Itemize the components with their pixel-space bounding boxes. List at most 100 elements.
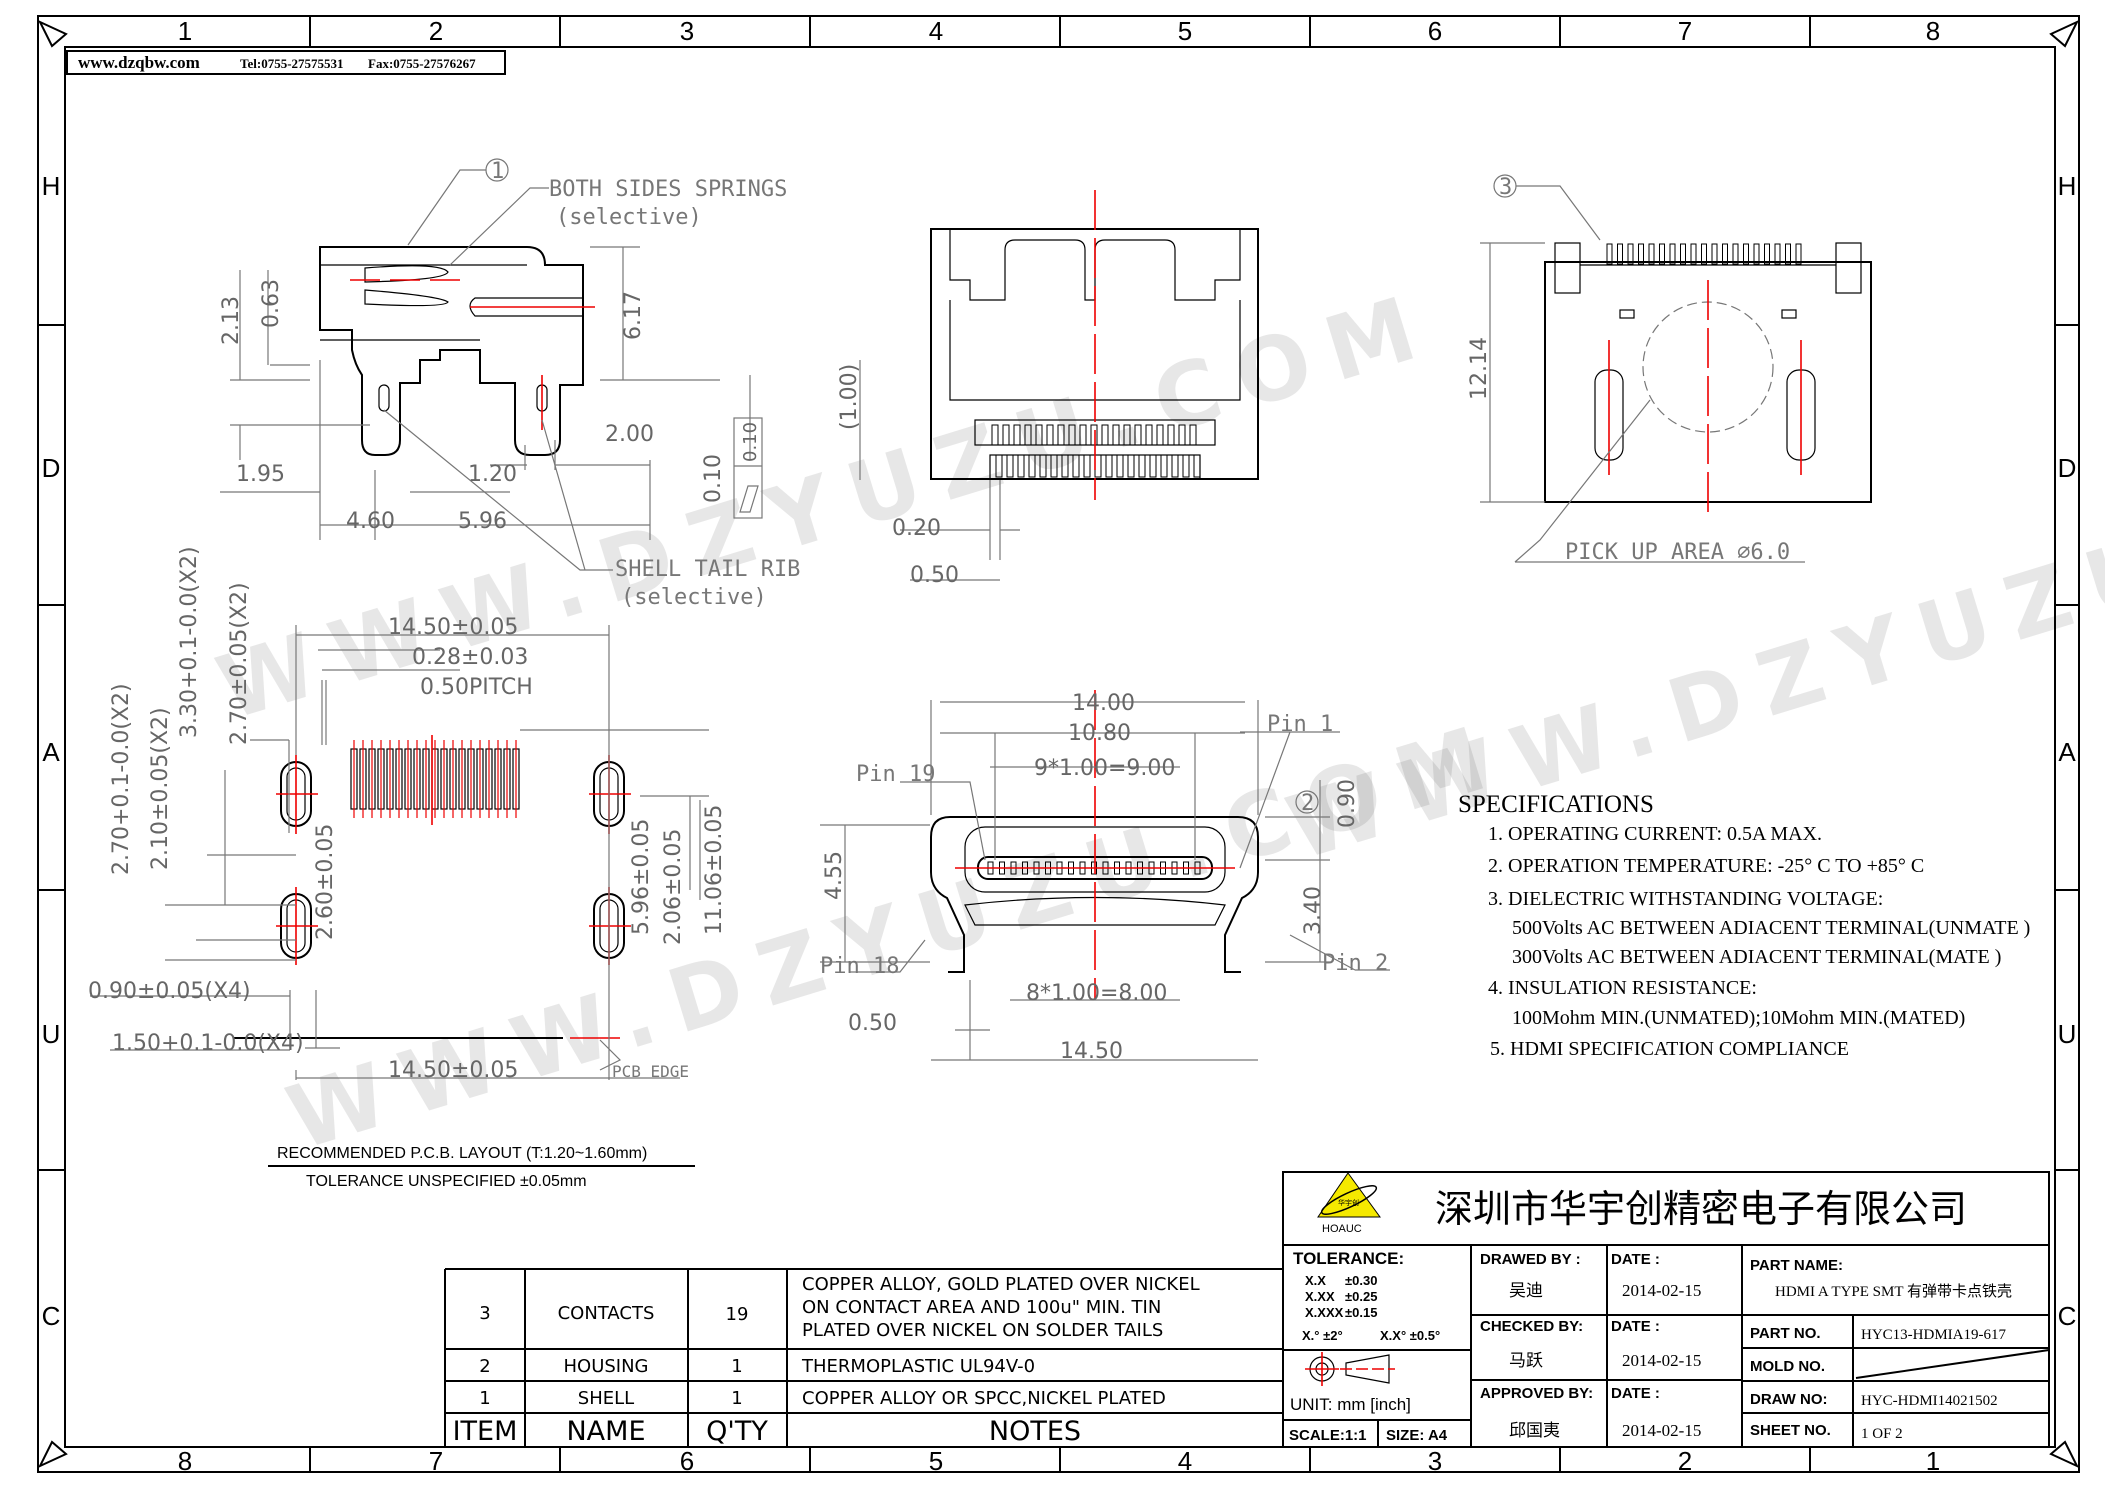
contact-pin — [1606, 243, 1613, 265]
bom-qty: 19 — [726, 1304, 749, 1325]
contact-pin — [1039, 454, 1047, 478]
specifications: SPECIFICATIONS 1. OPERATING CURRENT: 0.5… — [1458, 791, 2030, 1060]
checked-by-label: CHECKED BY: — [1480, 1318, 1583, 1335]
contact-pin — [1090, 424, 1098, 446]
logo-text: HOAUC — [1322, 1223, 1362, 1235]
grid-row-label: C — [42, 1301, 61, 1331]
contact-pin — [1638, 243, 1644, 265]
pin-2-label: Pin 2 — [1322, 951, 1388, 976]
contact-pin — [1057, 424, 1065, 446]
outer-frame — [37, 15, 2080, 1473]
sheet-no-label: SHEET NO. — [1750, 1422, 1831, 1439]
grid-col-label: 3 — [1428, 1446, 1442, 1476]
springs-label: BOTH SIDES SPRINGS — [549, 177, 787, 202]
grid-row-label: H — [42, 171, 61, 201]
table-row: 3 CONTACTS 19 COPPER ALLOY, GOLD PLATED … — [479, 1274, 1199, 1341]
dim-9-pitch: 9*1.00=9.00 — [1034, 756, 1175, 781]
column-header: ITEM — [453, 1416, 518, 1447]
bom-qty: 1 — [731, 1388, 742, 1409]
front-pin-row — [991, 424, 1201, 478]
contact-pin — [1123, 424, 1131, 446]
dim-5-96: 5.96 — [458, 509, 507, 534]
contact-pin — [1795, 243, 1802, 265]
contact-pin — [1028, 454, 1036, 478]
contact-pin — [1013, 424, 1021, 446]
contact-pin — [1002, 424, 1010, 446]
grid-row-label: H — [2058, 171, 2077, 201]
dim-pitch: 0.50PITCH — [420, 675, 533, 700]
dim-14-50-top: 14.50±0.05 — [388, 615, 518, 640]
springs-sublabel: (selective) — [556, 205, 702, 230]
dim-3-30: 3.30+0.1-0.0(X2) — [177, 546, 202, 738]
grid-col-label: 1 — [178, 16, 192, 46]
dim-10-80: 10.80 — [1068, 721, 1131, 746]
contact-pin — [1083, 454, 1091, 478]
header-box — [66, 50, 506, 75]
table-header: ITEM NAME Q'TY NOTES — [453, 1416, 1081, 1447]
size-label: SIZE: A4 — [1386, 1427, 1448, 1444]
pcb-layout-note: RECOMMENDED P.C.B. LAYOUT (T:1.20~1.60mm… — [277, 1145, 647, 1162]
title-block: 华宇创 HOAUC 深圳市华宇创精密电子有限公司 TOLERANCE: X.X … — [1282, 1171, 2050, 1448]
website-link[interactable]: www.dzqbw.com — [78, 53, 200, 72]
column-header: NOTES — [989, 1416, 1081, 1447]
bom-notes: COPPER ALLOY OR SPCC,NICKEL PLATED — [802, 1388, 1166, 1409]
bom-name: HOUSING — [563, 1356, 648, 1377]
spec-line: 500Volts AC BETWEEN ADIACENT TERMINAL(UN… — [1512, 917, 2030, 939]
grid-col-label: 5 — [929, 1446, 943, 1476]
dim-0-90: 0.90 — [1335, 779, 1360, 828]
grid-col-label: 7 — [429, 1446, 443, 1476]
scale-label: SCALE:1:1 — [1289, 1427, 1367, 1444]
tolerance-label: TOLERANCE: — [1293, 1249, 1404, 1268]
dim-6-17: 6.17 — [621, 291, 646, 340]
top-pin-row — [1606, 243, 1802, 265]
specifications-title: SPECIFICATIONS — [1458, 791, 1654, 818]
pcb-layout: 14.50±0.05 0.28±0.03 0.50PITCH 3.30+0.1-… — [88, 546, 727, 1190]
bottom-view: 14.00 10.80 9*1.00=9.00 Pin 1 Pin 19 Pin… — [820, 690, 1390, 1064]
contact-pin — [1753, 243, 1760, 265]
date-value: 2014-02-15 — [1622, 1421, 1701, 1440]
tolerance-key: X.X — [1305, 1273, 1326, 1288]
contact-pin — [1690, 243, 1697, 265]
side-view: 1 BOTH SIDES SPRINGS (selective) SHELL T… — [219, 158, 800, 610]
grid-row-label: C — [2058, 1301, 2077, 1331]
dim-11-06: 11.06±0.05 — [702, 805, 727, 935]
contact-pin — [1112, 424, 1120, 446]
grid-ticks — [38, 16, 2079, 1472]
dim-1-00: (1.00) — [837, 364, 862, 430]
dim-1-50: 1.50+0.1-0.0(X4) — [112, 1031, 304, 1056]
dim-0-63: 0.63 — [259, 279, 284, 328]
contact-pin — [1189, 424, 1197, 446]
grid-col-label: 8 — [1926, 16, 1940, 46]
mold-no-label: MOLD NO. — [1750, 1358, 1825, 1375]
contact-pin — [1072, 454, 1080, 478]
date-label: DATE : — [1611, 1385, 1660, 1402]
pcb-edge-label: PCB EDGE — [612, 1062, 689, 1081]
tel-text: Tel:0755-27575531 — [240, 56, 344, 71]
dim-3-40: 3.40 — [1301, 886, 1326, 935]
unit-label: UNIT: mm [inch] — [1290, 1395, 1411, 1414]
grid-col-label: 6 — [680, 1446, 694, 1476]
draw-no-label: DRAW NO: — [1750, 1391, 1828, 1408]
contact-pin — [1785, 243, 1791, 265]
bom-name: CONTACTS — [558, 1303, 655, 1324]
contact-pin — [1627, 243, 1634, 265]
contact-pin — [1193, 454, 1201, 478]
dim-5-96: 5.96±0.05 — [629, 819, 654, 935]
flatness-value: 0.10 — [740, 422, 761, 462]
tolerance-key: X.XX — [1305, 1289, 1335, 1304]
spec-line: 2. OPERATION TEMPERATURE: -25° C TO +85°… — [1488, 855, 1924, 877]
contact-pin — [1732, 243, 1739, 265]
contact-pin — [1774, 243, 1781, 265]
contact-pin — [1105, 454, 1113, 478]
callout-2: 2 — [1301, 791, 1314, 816]
date-value: 2014-02-15 — [1622, 1281, 1701, 1300]
contact-pin — [1722, 243, 1728, 265]
contact-pin — [1617, 243, 1623, 265]
column-header: NAME — [566, 1416, 645, 1447]
contact-pin — [1171, 454, 1179, 478]
tolerance-key: X.XXX — [1305, 1305, 1344, 1320]
contact-pin — [991, 424, 999, 446]
bom-item: 1 — [479, 1388, 490, 1409]
part-name-value: HDMI A TYPE SMT 有弹带卡点铁壳 — [1775, 1283, 2012, 1300]
